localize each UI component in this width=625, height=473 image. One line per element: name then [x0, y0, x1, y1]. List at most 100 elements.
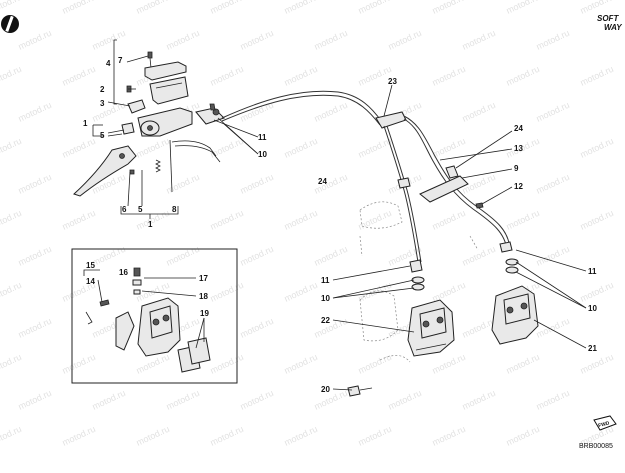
watermark-text: motod.ru: [579, 64, 615, 88]
watermark-text: motod.ru: [61, 64, 97, 88]
watermark-text: motod.ru: [579, 136, 615, 160]
watermark-text: motod.ru: [0, 136, 23, 160]
fwd-badge: FWD: [593, 415, 617, 431]
watermark-text: motod.ru: [461, 316, 497, 340]
watermark-text: motod.ru: [135, 0, 171, 16]
brake-hoses: [221, 90, 519, 291]
watermark-text: motod.ru: [283, 208, 319, 232]
watermark-text: motod.ru: [209, 64, 245, 88]
watermark-text: motod.ru: [283, 424, 319, 448]
callout-21: 21: [588, 344, 597, 353]
watermark-text: motod.ru: [61, 208, 97, 232]
callout-11-mid: 11: [321, 276, 330, 285]
watermark-text: motod.ru: [17, 316, 53, 340]
watermark-text: motod.ru: [61, 0, 97, 16]
callout-5-bottom: 5: [138, 205, 143, 214]
watermark-text: motod.ru: [209, 136, 245, 160]
watermark-text: motod.ru: [135, 136, 171, 160]
watermark-text: motod.ru: [535, 100, 571, 124]
logo-icon: [1, 15, 19, 33]
watermark-text: motod.ru: [0, 352, 23, 376]
watermark-text: motod.ru: [91, 28, 127, 52]
watermark-text: motod.ru: [17, 172, 53, 196]
callout-10-mid: 10: [321, 294, 330, 303]
watermark-text: motod.ru: [91, 388, 127, 412]
callout-13: 13: [514, 144, 523, 153]
watermark-text: motod.ru: [535, 172, 571, 196]
watermark-text: motod.ru: [91, 100, 127, 124]
callout-24-top: 24: [514, 124, 523, 133]
watermark-text: motod.ru: [357, 136, 393, 160]
callout-15: 15: [86, 261, 95, 270]
watermark-text: motod.ru: [239, 244, 275, 268]
watermark-text: motod.ru: [0, 0, 23, 16]
watermark-text: motod.ru: [387, 388, 423, 412]
callout-3: 3: [100, 99, 105, 108]
watermark-text: motod.ru: [283, 136, 319, 160]
watermark-text: motod.ru: [431, 280, 467, 304]
watermark-text: motod.ru: [283, 352, 319, 376]
watermark-text: motod.ru: [431, 0, 467, 16]
watermark-text: motod.ru: [209, 208, 245, 232]
watermark-text: motod.ru: [357, 424, 393, 448]
watermark-text: motod.ru: [135, 352, 171, 376]
watermark-text: motod.ru: [61, 352, 97, 376]
callout-17: 17: [199, 274, 208, 283]
watermark-text: motod.ru: [505, 208, 541, 232]
inset-box: [71, 248, 238, 384]
callout-2: 2: [100, 85, 105, 94]
watermark-text: motod.ru: [165, 172, 201, 196]
callout-5-left: 5: [100, 131, 105, 140]
callout-18: 18: [199, 292, 208, 301]
watermark-text: motod.ru: [61, 136, 97, 160]
inset-caliper-exploded: [83, 267, 211, 373]
watermark-text: motod.ru: [461, 244, 497, 268]
callout-24-mid: 24: [318, 177, 327, 186]
watermark-text: motod.ru: [17, 244, 53, 268]
fork-outline: [359, 201, 479, 363]
callout-1-bottom: 1: [148, 220, 153, 229]
watermark-text: motod.ru: [209, 424, 245, 448]
watermark-text: motod.ru: [165, 388, 201, 412]
callout-6: 6: [122, 205, 127, 214]
watermark-text: motod.ru: [431, 208, 467, 232]
watermark-text: motod.ru: [431, 352, 467, 376]
watermark-text: motod.ru: [165, 244, 201, 268]
callout-20: 20: [321, 385, 330, 394]
watermark-text: motod.ru: [461, 28, 497, 52]
watermark-text: motod.ru: [431, 424, 467, 448]
watermark-text: motod.ru: [387, 28, 423, 52]
watermark-text: motod.ru: [17, 388, 53, 412]
drawing-code: BRB00085: [579, 443, 613, 450]
callout-10-right: 10: [588, 304, 597, 313]
watermark-text: motod.ru: [579, 280, 615, 304]
watermark-text: motod.ru: [165, 28, 201, 52]
brand-line2: WAY: [604, 23, 622, 32]
caliper-left: [407, 299, 455, 357]
watermark-text: motod.ru: [313, 388, 349, 412]
brand-line1: SOFT: [597, 14, 619, 23]
watermark-text: motod.ru: [461, 100, 497, 124]
watermark-text: motod.ru: [283, 280, 319, 304]
watermark-text: motod.ru: [209, 0, 245, 16]
watermark-text: motod.ru: [431, 136, 467, 160]
callout-23: 23: [388, 77, 397, 86]
callout-14: 14: [86, 277, 95, 286]
watermark-text: motod.ru: [579, 352, 615, 376]
watermark-text: motod.ru: [461, 388, 497, 412]
watermark-text: motod.ru: [431, 64, 467, 88]
bolt-20: [347, 385, 373, 397]
callout-7: 7: [118, 56, 123, 65]
watermark-text: motod.ru: [505, 64, 541, 88]
watermark-text: motod.ru: [535, 244, 571, 268]
watermark-text: motod.ru: [505, 424, 541, 448]
callout-8: 8: [172, 205, 177, 214]
watermark-text: motod.ru: [313, 244, 349, 268]
callout-19: 19: [200, 309, 209, 318]
watermark-text: motod.ru: [17, 28, 53, 52]
watermark-text: motod.ru: [283, 0, 319, 16]
watermark-text: motod.ru: [313, 316, 349, 340]
watermark-text: motod.ru: [535, 28, 571, 52]
